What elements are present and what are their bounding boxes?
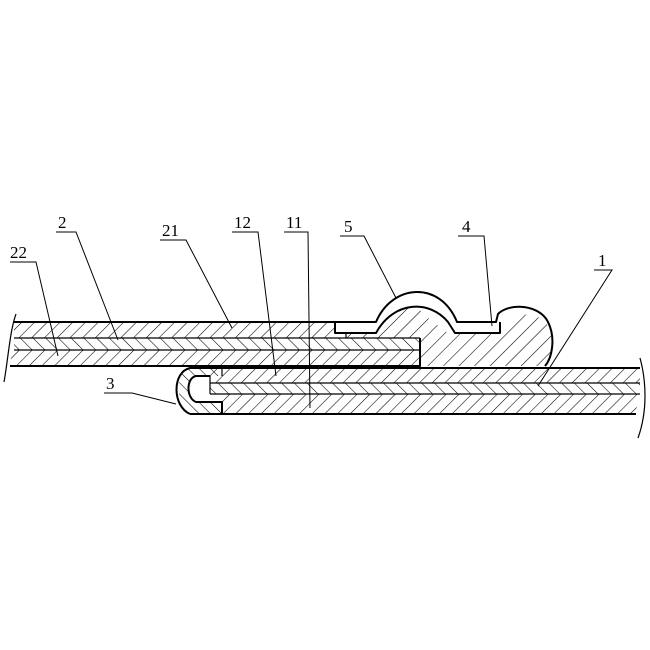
label-21: 21 xyxy=(162,221,179,240)
layer-21 xyxy=(14,322,335,338)
label-1: 1 xyxy=(598,251,607,270)
label-22: 22 xyxy=(10,243,27,262)
right-break-line xyxy=(637,357,646,439)
layer-11 xyxy=(210,383,640,394)
label-11: 11 xyxy=(286,213,302,232)
edge-band-3 xyxy=(175,367,223,415)
label-2: 2 xyxy=(58,213,67,232)
upper-middle-layer xyxy=(14,338,420,350)
profiled-strip-4 xyxy=(334,291,554,367)
label-12: 12 xyxy=(234,213,251,232)
left-break-line xyxy=(3,313,17,383)
lower-panel-1 xyxy=(190,367,640,415)
leader-lines xyxy=(10,231,613,409)
upper-panel-2 xyxy=(10,321,421,367)
layer-12 xyxy=(210,368,640,383)
lower-bottom-layer xyxy=(222,394,638,414)
bulge-body-5 xyxy=(346,306,553,366)
label-5: 5 xyxy=(344,217,353,236)
label-4: 4 xyxy=(462,217,471,236)
label-3: 3 xyxy=(106,374,115,393)
layer-22 xyxy=(10,350,420,366)
